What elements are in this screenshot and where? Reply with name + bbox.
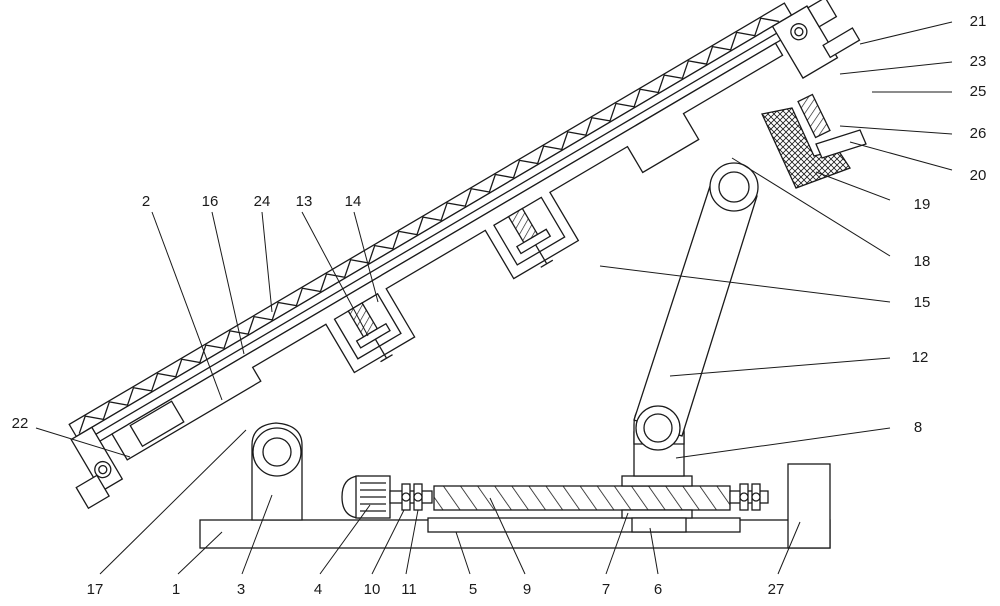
lead-screw [433,485,731,511]
nut-bottom [621,509,693,519]
label-23: 23 [970,53,987,70]
label-19: 19 [914,196,931,213]
label-14: 14 [345,193,362,210]
label-21: 21 [970,13,987,30]
label-11: 11 [401,581,417,598]
label-4: 4 [314,581,322,598]
label-2: 2 [142,193,150,210]
end-cap-right [771,5,839,79]
motor-cap [341,475,359,519]
label-8: 8 [914,419,922,436]
shaft-coupling-right [729,490,769,504]
bearing-left-bolt [401,492,411,502]
spring-26 [797,93,831,139]
label-6: 6 [654,581,662,598]
label-5: 5 [469,581,477,598]
clamp-right [807,0,838,28]
nut-top [621,475,693,487]
rail-slider [631,517,687,533]
label-18: 18 [914,253,931,270]
upper-pivot-inner [718,171,750,203]
left-pivot-inner [262,437,292,467]
end-bolt-left-inner [98,464,108,475]
end-bolt-right-inner [794,27,804,37]
end-block-left [129,400,185,448]
label-1: 1 [172,581,180,598]
label-3: 3 [237,581,245,598]
label-24: 24 [254,193,271,210]
panel-serration [78,17,780,434]
label-26: 26 [970,125,987,142]
shaft-coupling-left [389,490,433,504]
label-10: 10 [364,581,381,598]
tilted-frame [68,0,861,510]
label-16: 16 [202,193,219,210]
label-22: 22 [12,415,29,432]
bearing-right-bolt [739,492,749,502]
label-9: 9 [523,581,531,598]
lower-body [111,42,784,461]
label-20: 20 [970,167,987,184]
label-15: 15 [914,294,931,311]
guide-rail [427,517,741,533]
label-25: 25 [970,83,987,100]
support-link [633,179,758,437]
sensor-25 [822,27,861,59]
label-7: 7 [602,581,610,598]
lower-pivot-inner [643,413,673,443]
press-plate-20 [815,129,867,159]
plunger-14 [355,322,391,349]
bearing-right-bolt-b [751,492,761,502]
label-17: 17 [87,581,104,598]
leader-lines [35,21,953,575]
label-13: 13 [296,193,313,210]
label-27: 27 [768,581,785,598]
motor-fins [360,482,386,512]
clamp-left [75,474,110,510]
bearing-left-bolt-b [413,492,423,502]
label-12: 12 [912,349,929,366]
